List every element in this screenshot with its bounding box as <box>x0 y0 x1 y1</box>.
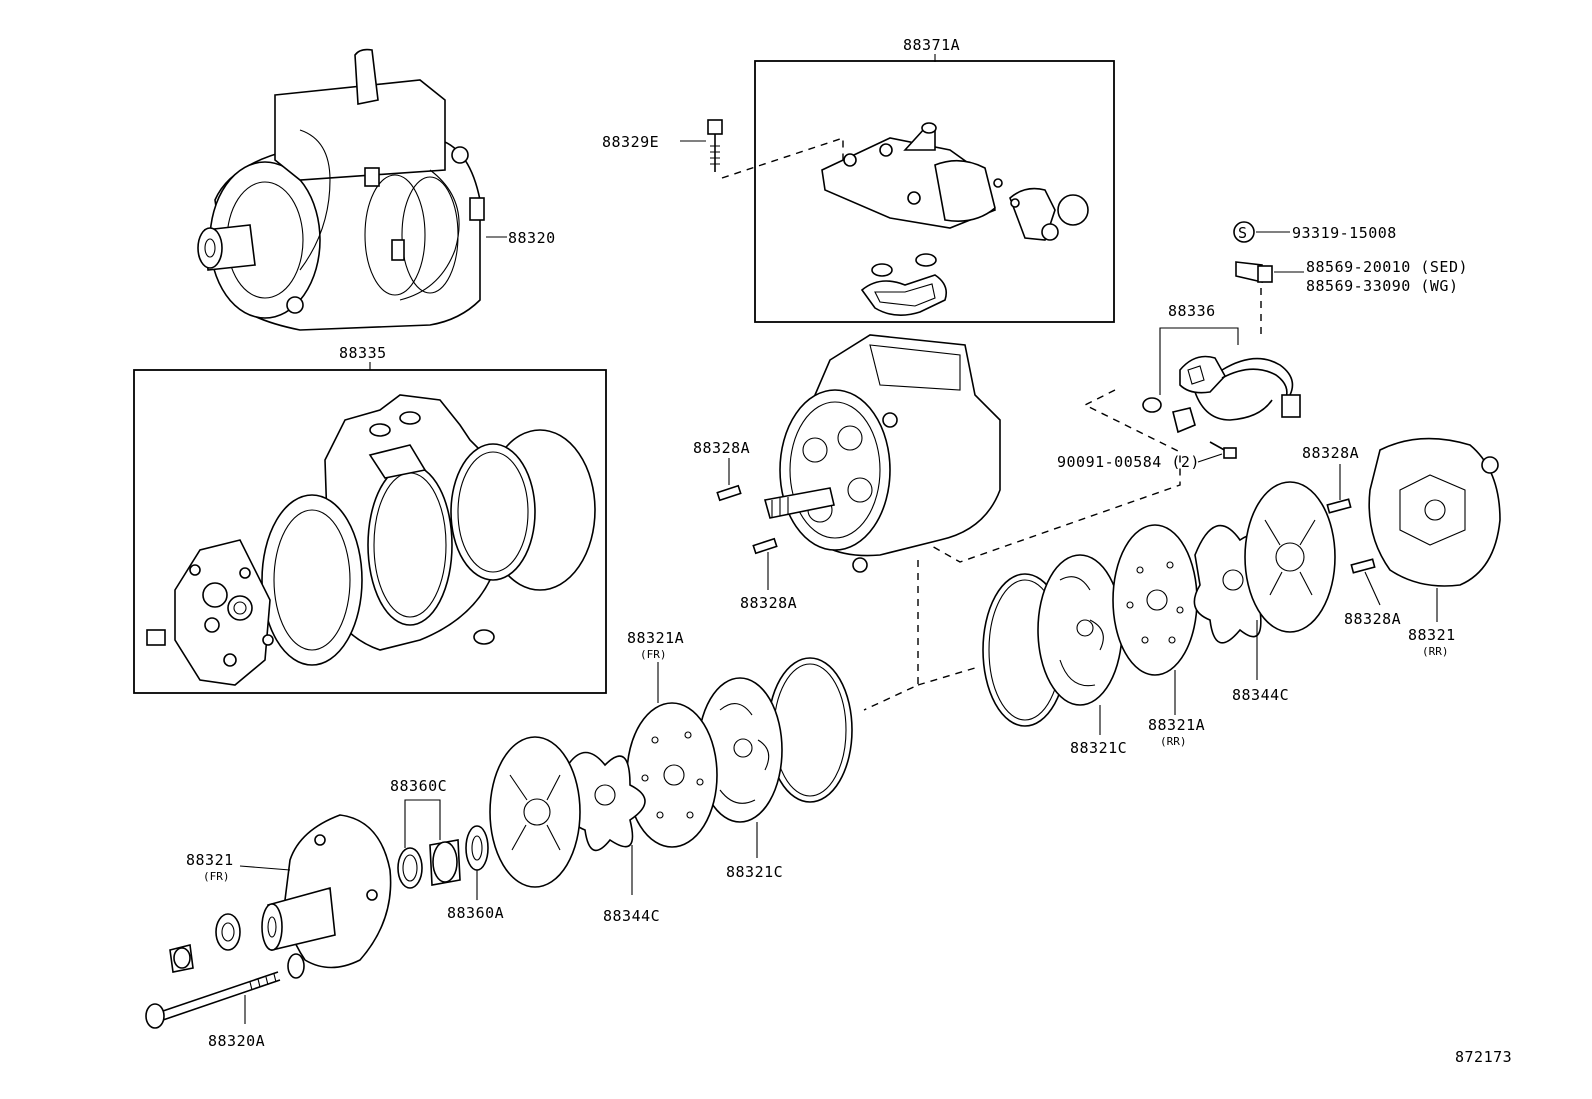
pin-88328A[interactable] <box>716 484 742 502</box>
valve-plate-88321C-fr[interactable] <box>697 677 783 823</box>
shaft-seal-88360A[interactable] <box>465 825 489 871</box>
label-88335: 88335 <box>339 344 387 362</box>
bolt-90091[interactable] <box>1209 441 1237 459</box>
label-88321-fr-sub: (FR) <box>203 870 230 883</box>
compressor-housing[interactable] <box>763 334 1001 573</box>
pin-88328A-right-lower[interactable] <box>1350 558 1376 574</box>
front-head-88321-fr[interactable] <box>261 814 392 969</box>
cylinder-plate-fr[interactable] <box>489 736 581 888</box>
cylinder-plate-rr[interactable] <box>1244 481 1336 633</box>
valve-plate-88321C-rr[interactable] <box>1037 554 1123 706</box>
connector-88569[interactable] <box>1235 261 1273 284</box>
gasket-kit-88335[interactable] <box>146 394 596 686</box>
label-88360A: 88360A <box>447 904 504 922</box>
label-88321C-rr: 88321C <box>1070 739 1127 757</box>
label-88320: 88320 <box>508 229 556 247</box>
label-88328A-upper-left: 88328A <box>693 439 750 457</box>
label-88328A-upper-right: 88328A <box>1302 444 1359 462</box>
through-bolt-88320A[interactable] <box>145 971 281 1029</box>
pin-88328A-lower[interactable] <box>752 537 778 555</box>
label-88344C-rr: 88344C <box>1232 686 1289 704</box>
bolt-88329E[interactable] <box>707 119 723 172</box>
label-88569-33090: 88569-33090 (WG) <box>1306 277 1459 295</box>
diagram-number: 872173 <box>1455 1048 1512 1066</box>
compressor-assembly-88320[interactable] <box>197 48 485 331</box>
label-93319-15008: 93319-15008 <box>1292 224 1397 242</box>
label-s-symbol: S <box>1238 224 1248 242</box>
label-88329E: 88329E <box>602 133 659 151</box>
reed-valve-88344C-fr[interactable] <box>567 751 646 852</box>
valve-plate-88321A-fr[interactable] <box>626 702 718 848</box>
label-88321A-fr-sub: (FR) <box>640 648 667 661</box>
label-88328A-lower-left: 88328A <box>740 594 797 612</box>
rear-head-valve-88371A[interactable] <box>821 122 1003 229</box>
label-88321A-rr-sub: (RR) <box>1160 735 1187 748</box>
label-88321-fr: 88321 <box>186 851 234 869</box>
s-symbol-icon <box>1233 221 1255 243</box>
gaskets-88371A[interactable] <box>860 253 948 316</box>
label-88336: 88336 <box>1168 302 1216 320</box>
label-88320A: 88320A <box>208 1032 265 1050</box>
label-88321A-fr: 88321A <box>627 629 684 647</box>
kit-box-88335 <box>133 369 607 694</box>
control-valve[interactable] <box>1009 187 1089 241</box>
bearing-and-nut[interactable] <box>169 913 305 979</box>
label-88371A: 88371A <box>903 36 960 54</box>
valve-plate-88321A-rr[interactable] <box>1112 524 1198 676</box>
label-88344C-fr: 88344C <box>603 907 660 925</box>
seal-kit-88360C[interactable] <box>397 839 461 889</box>
lock-sensor-88336[interactable] <box>1142 355 1301 434</box>
label-90091-00584: 90091-00584 (2) <box>1057 453 1200 471</box>
label-88569-20010: 88569-20010 (SED) <box>1306 258 1468 276</box>
rear-head-88321-rr[interactable] <box>1368 437 1501 587</box>
pin-88328A-right[interactable] <box>1326 498 1352 514</box>
label-88321A-rr: 88321A <box>1148 716 1205 734</box>
label-88328A-lower-right: 88328A <box>1344 610 1401 628</box>
label-88321-rr-sub: (RR) <box>1422 645 1449 658</box>
label-88360C: 88360C <box>390 777 447 795</box>
label-88321C-fr: 88321C <box>726 863 783 881</box>
kit-box-88371A <box>754 60 1115 323</box>
label-88321-rr: 88321 <box>1408 626 1456 644</box>
